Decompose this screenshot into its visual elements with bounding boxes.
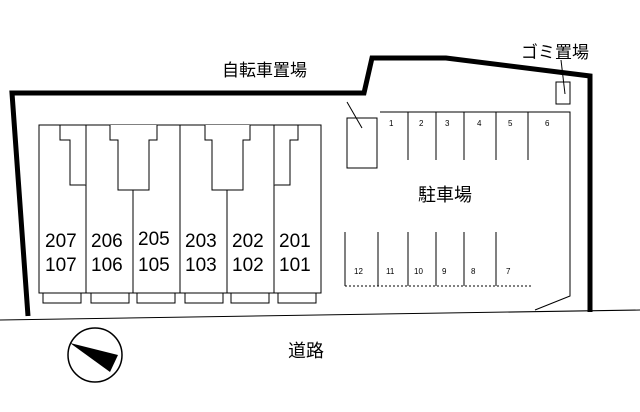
parking-stalls-bottom — [344, 232, 533, 287]
unit-lower-103: 103 — [185, 255, 217, 276]
stall-number-5: 5 — [508, 119, 513, 128]
stall-number-12: 12 — [354, 267, 363, 276]
stall-number-9: 9 — [442, 267, 447, 276]
road-label: 道路 — [288, 341, 324, 362]
unit-lower-102: 102 — [232, 255, 264, 276]
stall-number-1: 1 — [389, 119, 394, 128]
unit-lower-107: 107 — [45, 255, 77, 276]
road-edge-line — [0, 309, 640, 321]
garbage-area-label: ゴミ置場 — [521, 42, 589, 63]
unit-upper-205: 205 — [138, 229, 170, 250]
parking-stalls-top — [382, 111, 568, 160]
unit-lower-101: 101 — [279, 255, 311, 276]
compass-arrow-icon — [67, 327, 123, 383]
property-boundary — [9, 55, 593, 317]
stall-number-11: 11 — [386, 267, 395, 276]
stall-number-7: 7 — [506, 267, 511, 276]
bicycle-parking-label: 自転車置場 — [222, 61, 307, 81]
apartment-building — [38, 124, 322, 304]
stall-number-2: 2 — [419, 119, 424, 128]
unit-upper-203: 203 — [185, 231, 217, 252]
unit-upper-201: 201 — [279, 231, 311, 252]
stall-number-3: 3 — [445, 119, 450, 128]
unit-upper-202: 202 — [232, 231, 264, 252]
bicycle-parking-area — [346, 101, 378, 169]
stall-number-6: 6 — [545, 119, 550, 128]
stall-number-10: 10 — [414, 267, 423, 276]
parking-lot-label: 駐車場 — [418, 185, 472, 206]
unit-lower-106: 106 — [91, 255, 123, 276]
stall-number-8: 8 — [471, 267, 476, 276]
unit-lower-105: 105 — [138, 255, 170, 276]
unit-upper-207: 207 — [45, 231, 77, 252]
stall-number-4: 4 — [477, 119, 482, 128]
unit-upper-206: 206 — [91, 231, 123, 252]
garbage-area — [555, 59, 571, 105]
